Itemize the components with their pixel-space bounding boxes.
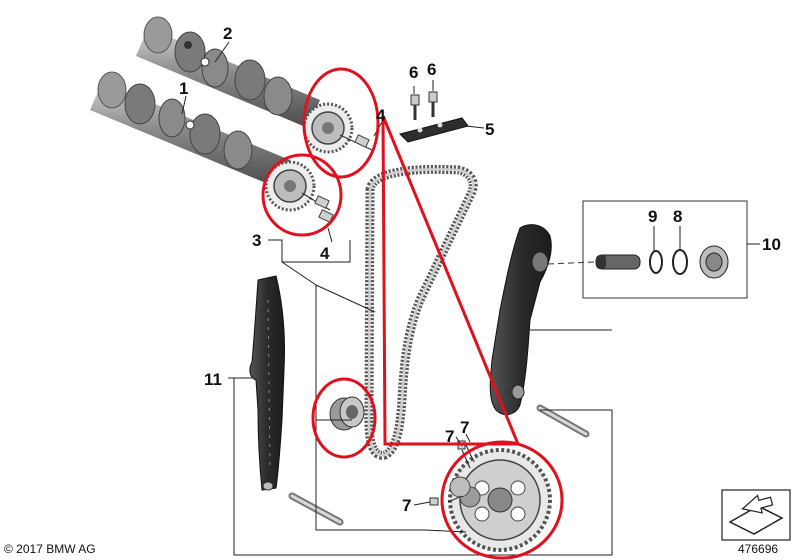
callout-7-left: 7 [445,427,454,446]
highlight-circle-exhaust-sprocket [302,67,380,179]
copyright-text: © 2017 BMW AG [4,542,96,556]
highlight-triangle [381,115,521,446]
callout-4-lower: 4 [320,244,330,263]
callout-6-right: 6 [427,60,436,79]
part-reference-icon [721,489,791,541]
callout-6-left: 6 [409,63,418,82]
chain-guide-rail-top [399,117,469,143]
callout-7-right: 7 [460,418,469,437]
crankshaft-sprocket [448,448,552,552]
highlight-circle-crank-sprocket [440,440,564,560]
highlight-annotations [261,67,564,560]
callout-11: 11 [204,370,222,389]
callout-9: 9 [648,207,657,226]
callout-4-upper: 4 [376,106,386,125]
callout-7-lower: 7 [402,496,411,515]
leader-lines [181,41,760,556]
chain-guide-rail [489,224,552,416]
highlight-circle-idler [311,377,377,459]
chain-tensioner-assembly [547,245,729,279]
idler-bearing [329,396,365,431]
callout-5: 5 [485,120,494,139]
callout-8: 8 [673,207,682,226]
intake-camshaft-sprocket [264,160,334,223]
callout-3: 3 [252,231,261,250]
callout-10: 10 [762,235,781,254]
guide-rail-pin [536,404,590,438]
tensioner-rail [249,275,286,491]
bearing-bolts [410,91,438,120]
callout-1: 1 [179,79,188,98]
intake-camshaft [90,71,290,188]
exhaust-camshaft [136,16,320,128]
diagram-id: 476696 [738,542,779,556]
exhaust-camshaft-sprocket [302,102,373,154]
highlight-circle-intake-sprocket [261,153,343,237]
callout-2: 2 [223,24,232,43]
